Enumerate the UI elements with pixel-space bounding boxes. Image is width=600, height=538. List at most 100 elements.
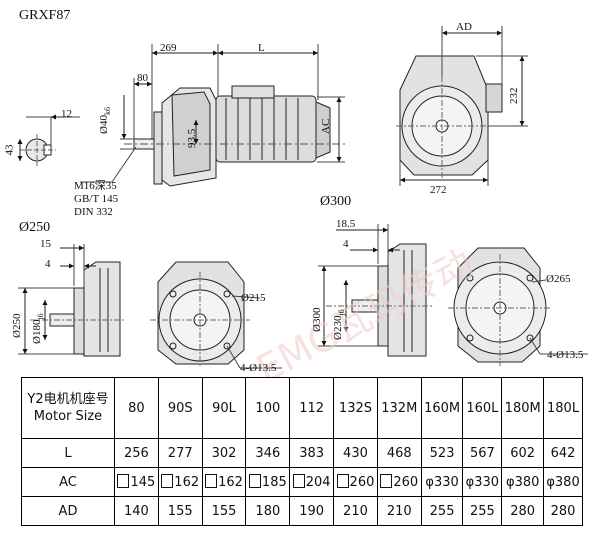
- table-cell: 383: [289, 438, 335, 468]
- square-icon: [205, 474, 218, 488]
- dim-80: 80: [137, 72, 148, 84]
- table-cell: 260: [333, 467, 378, 497]
- dim-272: 272: [430, 184, 447, 196]
- table-cell: 255: [420, 496, 464, 526]
- table-cell: 523: [420, 438, 464, 468]
- flange250-spigot-tol: j6: [36, 313, 46, 320]
- motor-size-cell: 180M: [501, 377, 545, 439]
- square-icon: [248, 474, 261, 488]
- flange250-title: Ø250: [19, 220, 51, 235]
- flange300-dim-18: 18.5: [336, 218, 356, 230]
- flange250-end: [150, 261, 282, 369]
- table-cell: 155: [201, 496, 247, 526]
- table-cell: 255: [462, 496, 503, 526]
- motor-size-cell: 160M: [420, 377, 464, 439]
- motor-size-cell: 100: [245, 377, 291, 439]
- end-view-top: [396, 26, 528, 186]
- dim-93-text: 93.5: [186, 128, 198, 148]
- table-cell: 210: [333, 496, 378, 526]
- cell-value: 185: [261, 475, 287, 490]
- cell-value: 380: [514, 474, 540, 490]
- motor-size-cell: 90S: [157, 377, 203, 439]
- table-cell: φ380: [543, 467, 583, 497]
- diameter-icon: φ: [425, 474, 434, 490]
- table-cell: 346: [245, 438, 291, 468]
- dim-232-text: 232: [508, 87, 520, 105]
- square-icon: [380, 474, 393, 488]
- flange250-holes: 4-Ø13.5: [240, 362, 277, 374]
- cell-value: 155: [167, 503, 193, 519]
- side-view: [80, 44, 345, 187]
- table-cell: 204: [289, 467, 335, 497]
- flange250-pcd: Ø215: [241, 292, 266, 304]
- cell-value: 346: [255, 445, 281, 461]
- table-cell: 155: [157, 496, 203, 526]
- cell-value: 180: [255, 503, 281, 519]
- cell-value: 468: [386, 445, 412, 461]
- dim-AC-text: AC: [320, 118, 332, 134]
- cell-value: 260: [349, 475, 375, 490]
- motor-size-cell: 80: [114, 377, 159, 439]
- shaft-section: [17, 114, 80, 166]
- motor-size-cell: 112: [289, 377, 335, 439]
- table-cell: 185: [245, 467, 291, 497]
- motor-size-cell: 180L: [543, 377, 583, 439]
- table-cell: 602: [501, 438, 545, 468]
- cell-value: 155: [211, 503, 237, 519]
- drawing-title: GRXF87: [19, 8, 71, 23]
- table-cell: 468: [376, 438, 422, 468]
- flange300-spigot-text: Ø230: [332, 315, 344, 340]
- dim-43: 43: [4, 145, 16, 156]
- dim-232: 232: [508, 88, 520, 105]
- header-cn: Y2电机机座号: [27, 392, 109, 407]
- dim-shaft-dia: Ø40k6: [98, 107, 114, 134]
- motor-size-cell: 132S: [333, 377, 378, 439]
- cell-value: 523: [429, 445, 455, 461]
- dim-AD: AD: [456, 21, 472, 33]
- cell-value: 140: [123, 503, 149, 519]
- cell-value: 260: [393, 475, 419, 490]
- dim-AC: AC: [320, 119, 332, 134]
- technical-drawing: EMG瓦玛传动: [17, 26, 588, 378]
- row-label: AC: [21, 467, 115, 497]
- square-icon: [336, 474, 349, 488]
- table-cell: φ330: [420, 467, 464, 497]
- cell-value: 383: [299, 445, 325, 461]
- cell-value: 330: [433, 474, 459, 490]
- cell-value: 190: [299, 503, 325, 519]
- dim-269: 269: [160, 42, 177, 54]
- dim-93: 93.5: [186, 129, 198, 148]
- table-cell: 260: [376, 467, 422, 497]
- flange300-spigot-tol: j6: [337, 309, 347, 316]
- cell-value: 567: [469, 445, 495, 461]
- header-en: Motor Size: [33, 409, 103, 424]
- flange250-outer-text: Ø250: [11, 313, 23, 338]
- table-cell: φ380: [501, 467, 545, 497]
- flange300-spigot: Ø230j6: [332, 309, 348, 340]
- table-cell: 180: [245, 496, 291, 526]
- cell-value: 302: [211, 445, 237, 461]
- diameter-icon: φ: [546, 474, 555, 490]
- standard-din: DIN 332: [74, 206, 113, 218]
- square-icon: [161, 474, 174, 488]
- square-icon: [117, 474, 130, 488]
- flange300-outer-text: Ø300: [311, 307, 323, 332]
- table-cell: 280: [501, 496, 545, 526]
- flange250-side: [18, 244, 126, 357]
- cell-value: 255: [429, 503, 455, 519]
- cell-value: 280: [550, 503, 576, 519]
- flange250-spigot-text: Ø180: [31, 319, 43, 344]
- flange300-side: [318, 224, 432, 357]
- cell-value: 380: [554, 474, 580, 490]
- flange250-dim-15: 15: [40, 238, 51, 250]
- table-cell: 302: [201, 438, 247, 468]
- flange300-holes: 4-Ø13.5: [547, 349, 584, 361]
- flange250-spigot: Ø180j6: [31, 313, 47, 344]
- cell-value: 280: [510, 503, 536, 519]
- table-cell: 190: [289, 496, 335, 526]
- flange250-outer: Ø250: [11, 314, 23, 338]
- flange300-outer: Ø300: [311, 308, 323, 332]
- motor-size-cell: 160L: [462, 377, 503, 439]
